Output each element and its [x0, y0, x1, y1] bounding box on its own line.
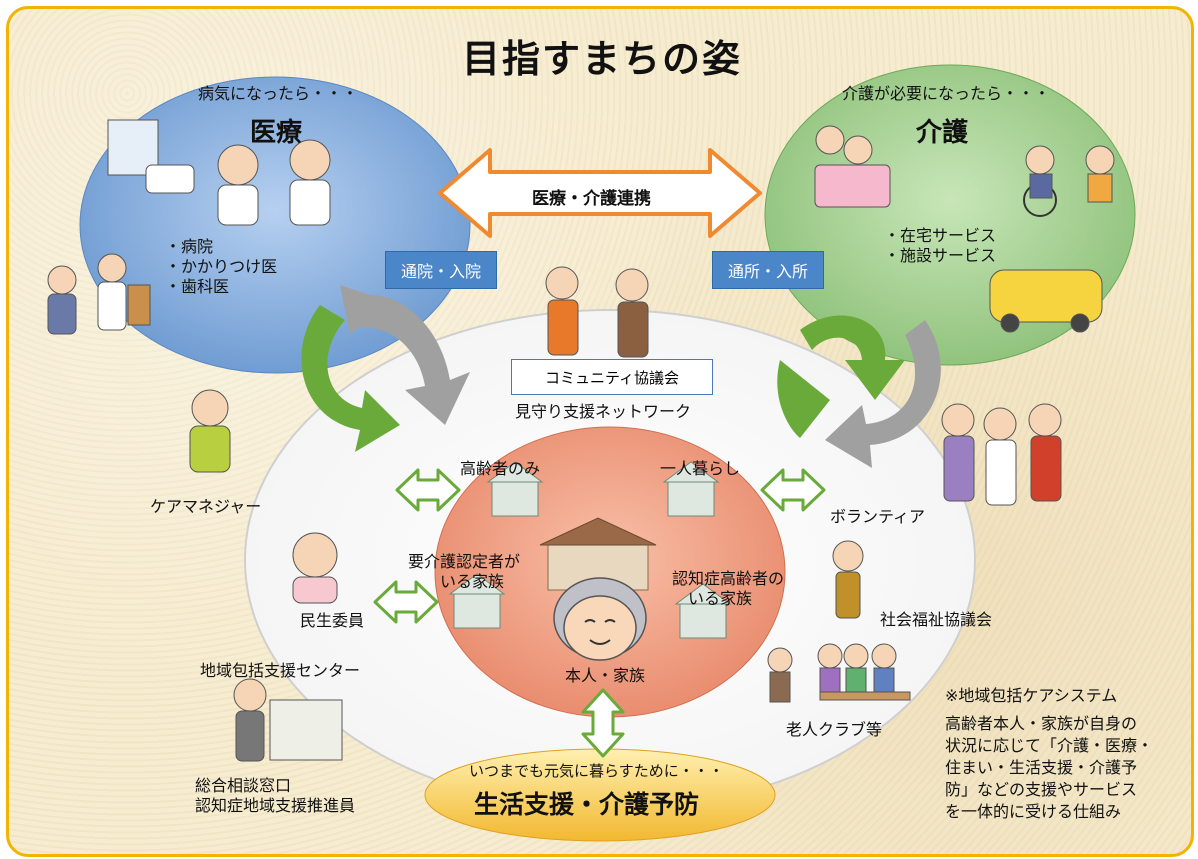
social-welfare-council-label: 社会福祉協議会 — [880, 610, 993, 629]
household-dementia-line2: いる家族 — [688, 589, 753, 608]
welfare-commissioner-label: 民生委員 — [300, 611, 365, 630]
household-living-alone: 一人暮らし — [660, 459, 741, 478]
household-care-certified-line1: 要介護認定者が — [408, 552, 521, 571]
cooperation-label: 医療・介護連携 — [532, 189, 651, 209]
medical-heading: 医療 — [250, 118, 303, 148]
cooperation-arrow — [438, 148, 762, 238]
care-manager-label: ケアマネジャー — [150, 497, 262, 516]
prevention-heading: 生活支援・介護予防 — [474, 790, 700, 819]
grandmother-illustration — [553, 577, 647, 661]
note-line: 住まい・生活支援・介護予 — [945, 758, 1138, 777]
daycare-admission-button: 通所・入所 — [712, 251, 824, 289]
dementia-promoter-label: 認知症地域支援推進員 — [195, 796, 356, 815]
gray-cycle-arrow-left — [345, 294, 470, 425]
medical-caption: 病気になったら・・・ — [198, 84, 359, 103]
household-care-certified-line2: いる家族 — [440, 572, 505, 591]
household-dementia-line1: 認知症高齢者の — [672, 569, 785, 588]
prevention-caption: いつまでも元気に暮らすために・・・ — [469, 762, 724, 780]
care-item: ・在宅サービス — [884, 226, 997, 245]
green-cycle-arrow-right-2 — [777, 360, 830, 438]
outpatient-admission-button: 通院・入院 — [385, 251, 497, 289]
arrow-left-lower — [373, 580, 439, 624]
note-line: 防」などの支援やサービス — [945, 780, 1138, 799]
medical-item: ・歯科医 — [165, 277, 230, 296]
medical-item: ・病院 — [165, 237, 214, 256]
medical-item: ・かかりつけ医 — [165, 257, 278, 276]
self-family-label: 本人・家族 — [565, 666, 646, 685]
care-item: ・施設サービス — [884, 246, 997, 265]
community-council-box: コミュニティ協議会 — [511, 359, 713, 395]
senior-club-label: 老人クラブ等 — [786, 720, 883, 739]
people-illustrations — [47, 119, 1115, 762]
care-heading: 介護 — [916, 118, 969, 148]
arrow-right-upper — [760, 468, 826, 512]
household-elderly-only: 高齢者のみ — [460, 459, 541, 478]
arrow-vertical — [581, 688, 625, 758]
watch-network-label: 見守り支援ネットワーク — [515, 402, 692, 421]
note-line: 状況に応じて「介護・医療・ — [945, 736, 1154, 755]
house-icon — [448, 461, 732, 639]
green-cycle-arrow-right — [800, 315, 905, 400]
support-center-label: 地域包括支援センター — [200, 661, 361, 680]
note-line: を一体的に受ける仕組み — [945, 802, 1122, 821]
volunteer-label: ボランティア — [830, 507, 926, 526]
gray-arrowhead-left — [340, 285, 385, 335]
care-caption: 介護が必要になったら・・・ — [842, 84, 1051, 103]
green-cycle-arrow-left — [301, 305, 400, 452]
note-line: 高齢者本人・家族が自身の — [945, 714, 1138, 733]
page-title: 目指すまちの姿 — [462, 37, 743, 81]
note-heading: ※地域包括ケアシステム — [945, 686, 1118, 705]
consultation-desk-label: 総合相談窓口 — [195, 776, 292, 795]
arrow-left-upper — [395, 468, 461, 512]
gray-cycle-arrow-right — [825, 320, 941, 468]
